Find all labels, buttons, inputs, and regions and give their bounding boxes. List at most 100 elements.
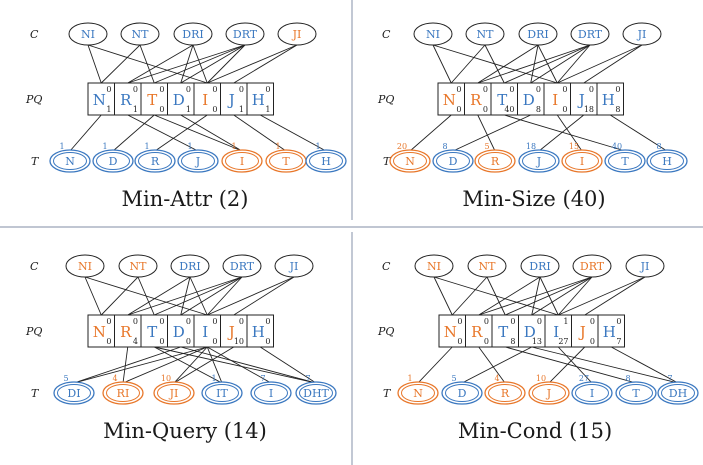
pq-cell-top-value: 0 xyxy=(483,85,488,94)
pq-t-edge xyxy=(505,346,637,384)
pq-cell-bottom-value: 0 xyxy=(483,105,488,114)
c-node xyxy=(225,22,265,46)
t-node-inner-ring xyxy=(650,152,684,170)
t-node-count: 1 xyxy=(144,142,149,151)
pq-cell-bottom-value: 0 xyxy=(562,105,567,114)
t-node-count: 1 xyxy=(407,374,412,383)
c-pq-edge xyxy=(137,276,155,316)
pq-cell-bottom-value: 40 xyxy=(504,105,514,114)
c-pq-edge xyxy=(154,44,246,84)
pq-cell-bottom-value: 1 xyxy=(106,105,111,114)
pq-cell-top-value: 0 xyxy=(133,85,138,94)
c-pq-edge xyxy=(531,276,593,316)
pq-t-edge xyxy=(548,346,586,384)
c-pq-edge xyxy=(451,276,488,316)
t-node xyxy=(177,149,219,173)
t-node xyxy=(221,149,263,173)
pq-cell-top-value: 0 xyxy=(265,85,270,94)
pq-cell-bottom-value: 0 xyxy=(106,337,111,346)
pq-cell-letter: N xyxy=(444,323,457,341)
t-node-inner-ring xyxy=(57,384,91,402)
c-pq-edge xyxy=(127,276,191,316)
pq-cell-bottom-value: 1 xyxy=(186,105,191,114)
t-node xyxy=(295,381,337,405)
c-node-label: NT xyxy=(477,28,495,41)
c-node-label: JI xyxy=(637,28,647,41)
t-node-count: 15 xyxy=(569,142,579,151)
c-node xyxy=(467,254,507,278)
t-node-inner-ring xyxy=(181,152,215,170)
c-node-label: DRT xyxy=(230,260,255,273)
c-pq-edge xyxy=(87,44,208,84)
c-node-label: NT xyxy=(132,28,150,41)
t-node-count: 8 xyxy=(442,142,447,151)
pq-t-edge xyxy=(477,114,496,152)
pq-cell-top-value: 0 xyxy=(509,85,514,94)
t-node-count: 5 xyxy=(484,142,489,151)
t-node-inner-ring xyxy=(299,384,333,402)
pq-cell-letter: H xyxy=(252,323,265,341)
pq-cell-bottom-value: 7 xyxy=(616,337,621,346)
t-node-inner-ring xyxy=(619,384,653,402)
pq-cell-top-value: 0 xyxy=(510,317,515,326)
t-node-label: I xyxy=(240,155,244,168)
pq-t-edge xyxy=(207,346,272,384)
c-node xyxy=(625,254,665,278)
t-node xyxy=(49,149,91,173)
pq-cell xyxy=(220,314,248,348)
pq-t-edge xyxy=(73,346,181,384)
c-node xyxy=(274,254,314,278)
pq-cell-top-value: 0 xyxy=(186,85,191,94)
row-label-c: C xyxy=(382,260,391,273)
c-node xyxy=(68,22,108,46)
t-node xyxy=(250,381,292,405)
pq-cell-bottom-value: 0 xyxy=(212,105,217,114)
pq-cell-bottom-value: 13 xyxy=(532,337,542,346)
pq-cell-top-value: 0 xyxy=(212,85,217,94)
pq-cell xyxy=(570,82,598,116)
pq-cell xyxy=(597,314,625,348)
pq-cell-letter: D xyxy=(173,323,185,341)
pq-cell-top-value: 0 xyxy=(484,317,489,326)
c-pq-edge xyxy=(84,276,102,316)
pq-t-edge xyxy=(531,346,679,384)
t-node-inner-ring xyxy=(53,152,87,170)
pq-cell xyxy=(114,82,142,116)
t-node-label: H xyxy=(662,155,672,168)
c-pq-edge xyxy=(530,44,591,84)
t-node-count: 27 xyxy=(579,374,589,383)
t-node xyxy=(201,381,243,405)
c-pq-edge xyxy=(180,276,243,316)
t-node xyxy=(484,381,526,405)
pq-cell-top-value: 0 xyxy=(106,317,111,326)
pq-t-edge xyxy=(122,346,208,384)
c-pq-edge xyxy=(478,276,541,316)
c-node-label: DRT xyxy=(233,28,258,41)
row-label-t: T xyxy=(31,387,40,400)
t-node xyxy=(604,149,646,173)
t-node-inner-ring xyxy=(608,152,642,170)
c-pq-edge xyxy=(154,276,243,316)
c-pq-edge xyxy=(206,276,243,316)
pq-cell-letter: D xyxy=(173,91,185,109)
pq-cell-letter: R xyxy=(120,91,132,109)
panel-caption: Min-Query (14) xyxy=(103,419,267,443)
c-pq-edge xyxy=(207,276,295,316)
c-pq-edge xyxy=(484,44,505,84)
c-pq-edge xyxy=(556,44,591,84)
pq-cell-letter: N xyxy=(443,91,456,109)
c-pq-edge xyxy=(504,44,591,84)
t-node-inner-ring xyxy=(309,152,343,170)
pq-t-edge xyxy=(154,346,223,384)
c-node-label: DRT xyxy=(580,260,605,273)
t-node xyxy=(389,149,431,173)
t-node xyxy=(474,149,516,173)
c-pq-edge xyxy=(127,276,243,316)
pq-t-edge xyxy=(122,346,129,384)
pq-t-edge xyxy=(478,346,506,384)
t-node-inner-ring xyxy=(436,152,470,170)
t-node-count: 10 xyxy=(161,374,171,383)
pq-cell-top-value: 0 xyxy=(239,317,244,326)
t-node xyxy=(102,381,144,405)
